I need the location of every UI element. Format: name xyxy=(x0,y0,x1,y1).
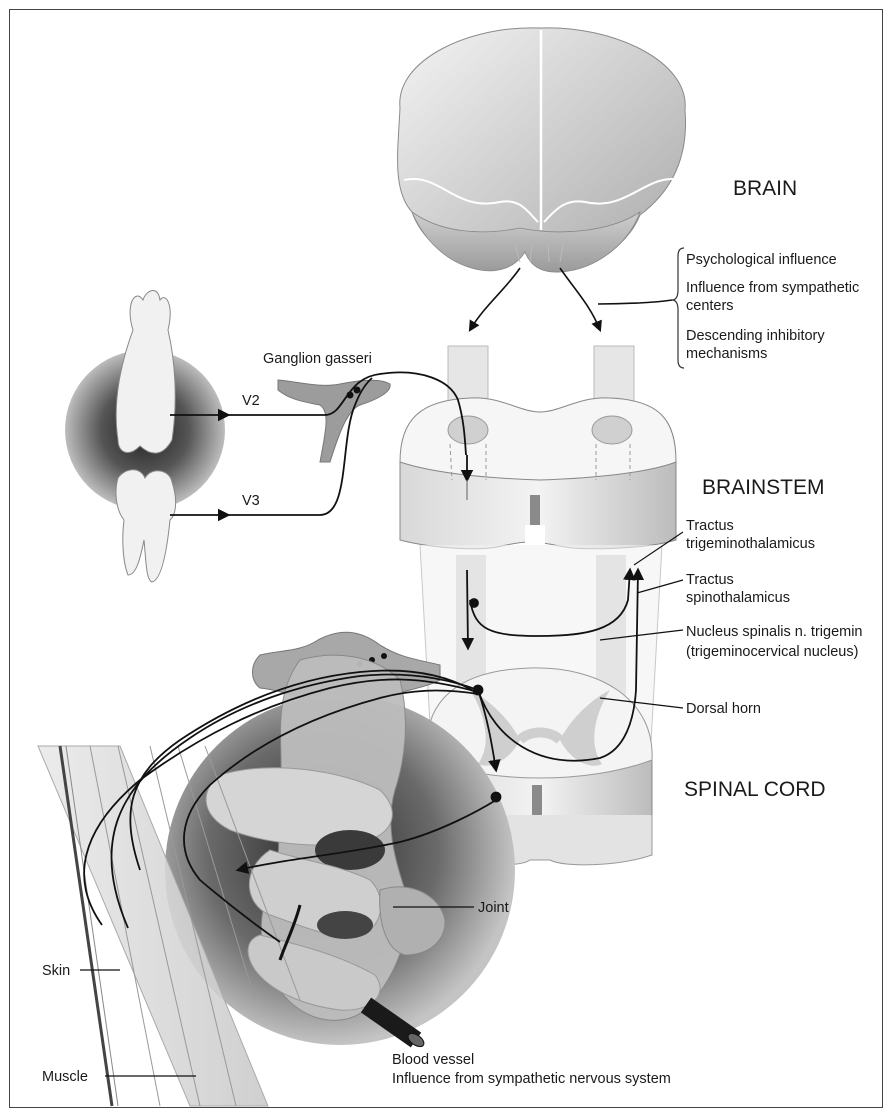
nucleus-label-line-1: Nucleus spinalis n. trigemin xyxy=(686,624,863,640)
influence-line-1: Psychological influence xyxy=(686,252,837,268)
spinal-cord-label: SPINAL CORD xyxy=(684,778,826,801)
tractus-trigeminothalamicus-line-1: Tractus xyxy=(686,518,734,534)
tractus-spinothalamicus-line-1: Tractus xyxy=(686,572,734,588)
descending-arrows xyxy=(470,268,672,330)
brain-label: BRAIN xyxy=(733,177,797,200)
blood-vessel-label: Blood vessel xyxy=(392,1052,474,1068)
tractus-trigeminothalamicus-line-2: trigeminothalamicus xyxy=(686,536,815,552)
v3-label: V3 xyxy=(242,493,260,509)
influence-line-5: mechanisms xyxy=(686,346,767,362)
ganglion-gasseri-illustration xyxy=(278,380,390,462)
sympathetic-influence-label: Influence from sympathetic nervous syste… xyxy=(392,1071,671,1087)
brainstem-label: BRAINSTEM xyxy=(702,476,825,499)
brain-illustration xyxy=(398,28,686,272)
influence-line-4: Descending inhibitory xyxy=(686,328,825,344)
v2-label: V2 xyxy=(242,393,260,409)
muscle-label: Muscle xyxy=(42,1069,88,1085)
nucleus-label-line-2: (trigeminocervical nucleus) xyxy=(686,644,858,660)
influence-line-2: Influence from sympathetic xyxy=(686,280,859,296)
brainstem-section xyxy=(400,398,676,560)
influence-bracket xyxy=(672,248,684,368)
tractus-spinothalamicus-line-2: spinothalamicus xyxy=(686,590,790,606)
joint-label: Joint xyxy=(478,900,509,916)
skin-label: Skin xyxy=(42,963,70,979)
teeth-illustration xyxy=(65,291,225,582)
influence-line-3: centers xyxy=(686,298,734,314)
dorsal-horn-label: Dorsal horn xyxy=(686,701,761,717)
ganglion-gasseri-label: Ganglion gasseri xyxy=(263,351,372,367)
